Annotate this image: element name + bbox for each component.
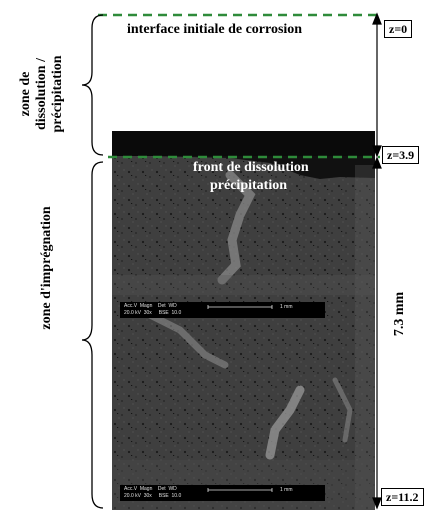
z-marker-3-9: z=3.9 — [382, 146, 420, 164]
scale-bar-1-values: 20.0 kV 30x BSE 10.0 — [124, 310, 182, 316]
interface-label: interface initiale de corrosion — [127, 22, 303, 37]
dissolution-zone-label: zone de dissolution / précipitation — [18, 24, 66, 164]
z-marker-11-2: z=11.2 — [381, 488, 424, 506]
sem-micrograph — [112, 131, 375, 510]
depth-axis-arrows — [372, 12, 382, 510]
dissolution-zone-line1: zone de — [18, 71, 33, 117]
scale-bar-1-header: Acc.V Magn Det WD — [124, 303, 177, 309]
dissolution-zone-line3: précipitation — [50, 55, 65, 133]
scale-bar-2-length: 1 mm — [280, 487, 293, 493]
thickness-label: 7.3 mm — [392, 291, 407, 337]
front-label-line2: précipitation — [210, 178, 287, 193]
scale-bar-2-values: 20.0 kV 30x BSE 10.0 — [124, 493, 182, 499]
impregnation-zone-brace — [81, 161, 104, 509]
impregnation-zone-label: zone d'imprégnation — [39, 206, 54, 330]
dissolution-zone-line2: dissolution / — [34, 58, 49, 130]
scale-bar-2-header: Acc.V Magn Det WD — [124, 486, 177, 492]
dissolution-zone-brace — [81, 14, 104, 156]
z-marker-0: z=0 — [384, 20, 413, 38]
scale-bar-1-length: 1 mm — [280, 304, 293, 310]
front-label-line1: front de dissolution — [193, 160, 309, 175]
